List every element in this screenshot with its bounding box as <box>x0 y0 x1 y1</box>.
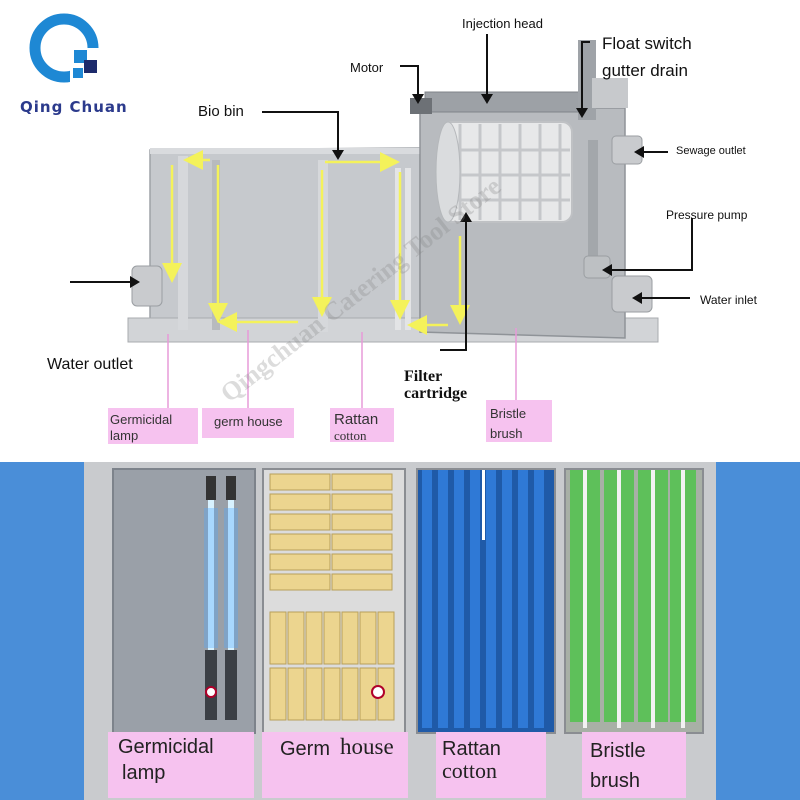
qing-chuan-logo <box>29 13 100 83</box>
uv-lamp-tubes-image <box>204 476 238 720</box>
brush-label: brush <box>590 770 641 792</box>
germ-house-tag-text: germ house <box>214 414 283 429</box>
bristle-brush-tag <box>486 400 552 442</box>
brand-name: Qing Chuan <box>20 98 128 116</box>
bristle-label: Bristle <box>590 740 646 762</box>
rattan-label: Rattan <box>442 738 501 760</box>
germicidal-lamp-tag <box>108 408 198 444</box>
germ-label: Germ <box>280 738 330 760</box>
rattan-cotton-tag <box>330 408 394 442</box>
water-outlet-label: Water outlet <box>47 356 133 373</box>
germicidal-tag-line2: lamp <box>110 428 139 443</box>
filter-cartridge-label-line1: Filter <box>404 368 443 385</box>
filter-cartridge-label-line2: cartridge <box>404 385 468 402</box>
germ-house-tag <box>202 408 294 438</box>
bristle-tag-line1: Bristle <box>490 406 527 421</box>
sewage-outlet-label: Sewage outlet <box>676 145 746 157</box>
water-inlet-label: Water inlet <box>700 293 757 307</box>
bristle-tag-line2: brush <box>490 426 523 441</box>
bio-bin-label: Bio bin <box>198 103 244 120</box>
rattan-tag-line2: cotton <box>334 428 367 443</box>
pressure-pump-label: Pressure pump <box>666 208 748 222</box>
germicidal-lamp-label-line1: Germicidal <box>118 736 214 758</box>
rattan-tag-line1: Rattan <box>334 411 379 428</box>
injection-head-label: Injection head <box>462 16 543 31</box>
house-label: house <box>340 734 394 759</box>
filter-machine-diagram <box>70 34 693 410</box>
bristle-brush-label-box <box>582 732 686 798</box>
bristle-brush-image <box>570 470 696 728</box>
rattan-cotton-label-box <box>436 732 546 798</box>
float-switch-label: Float switch <box>602 34 692 53</box>
cotton-label: cotton <box>442 758 497 783</box>
germicidal-lamp-label-line2: lamp <box>122 762 166 784</box>
gutter-drain-label: gutter drain <box>602 61 688 80</box>
motor-label: Motor <box>350 60 384 75</box>
rattan-cotton-image <box>422 470 544 728</box>
germicidal-tag-line1: Germicidal <box>110 412 173 427</box>
germ-house-blocks-image <box>269 473 395 721</box>
germ-house-label-box <box>262 732 408 798</box>
germicidal-lamp-label-box <box>108 732 254 798</box>
